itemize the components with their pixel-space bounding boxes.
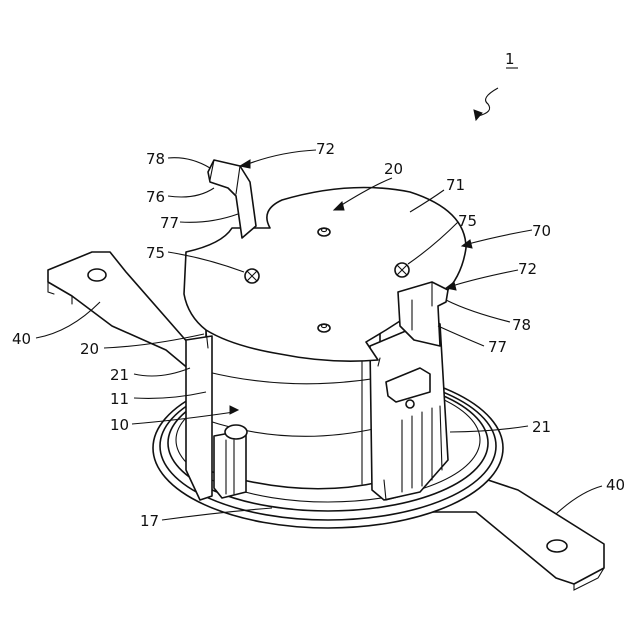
- label-78-right: 78: [512, 316, 531, 334]
- boss-bottom: [318, 324, 330, 332]
- label-40-left: 40: [12, 330, 31, 348]
- label-70: 70: [532, 222, 551, 240]
- label-75-right: 75: [458, 212, 477, 230]
- label-reference-1: 1: [505, 50, 515, 68]
- screw-right: [395, 263, 409, 277]
- spring-clip-right: [370, 320, 448, 500]
- label-10: 10: [110, 416, 129, 434]
- label-77-upper: 77: [160, 214, 179, 232]
- reference-arrow: [474, 68, 518, 120]
- tab-upper: [208, 160, 256, 238]
- label-11: 11: [110, 390, 129, 408]
- label-76: 76: [146, 188, 165, 206]
- label-21-left: 21: [110, 366, 129, 384]
- label-72-right: 72: [518, 260, 537, 278]
- label-72-upper: 72: [316, 140, 335, 158]
- label-20-upper: 20: [384, 160, 403, 178]
- label-21-right: 21: [532, 418, 551, 436]
- label-20-lower: 20: [80, 340, 99, 358]
- label-71: 71: [446, 176, 465, 194]
- label-77-right: 77: [488, 338, 507, 356]
- label-78-upper: 78: [146, 150, 165, 168]
- bracket-left: [48, 252, 196, 370]
- boss-top: [318, 228, 330, 236]
- screw-left: [245, 269, 259, 283]
- label-17: 17: [140, 512, 159, 530]
- label-40-right: 40: [606, 476, 625, 494]
- label-75-left: 75: [146, 244, 165, 262]
